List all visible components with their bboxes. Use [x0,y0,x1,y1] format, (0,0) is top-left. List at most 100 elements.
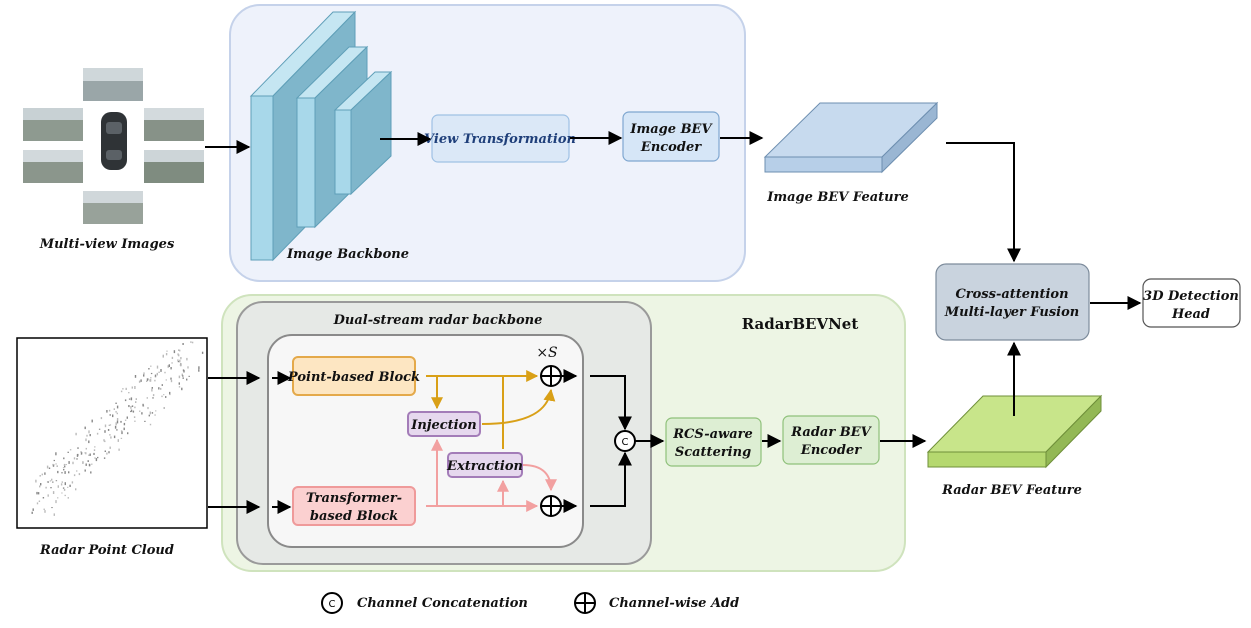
radar-point [95,458,98,462]
radar-point [61,481,63,483]
radar-point [63,463,66,467]
radar-point [183,370,185,373]
radar-point [68,471,70,474]
repeat-label: ×S [536,345,557,361]
legend-concat-icon: C [321,592,343,614]
radar-point [52,491,55,494]
radar-point [198,369,200,372]
radar-point [88,454,90,456]
radar-point [116,418,119,421]
transformer-based-block [292,486,416,526]
radar-point [161,395,163,398]
radar-point [173,350,176,354]
point-stream-arrows [426,370,556,449]
radar-point [107,429,110,431]
radar-point [43,508,45,510]
radar-point [123,422,126,426]
radar-point [142,405,145,407]
radar-point [60,483,63,486]
radar-point [156,372,158,376]
radar-point [55,480,58,482]
radar-point [86,434,88,437]
detection-head-line1: 3D Detection [1143,289,1239,304]
image-bev-encoder-line1: Image BEV [629,122,713,137]
radar-point [182,377,184,379]
radar-point [91,419,93,423]
radar-point [177,359,179,361]
radar-point [139,410,141,412]
radar-point [124,399,127,402]
add-circle-top [540,365,562,387]
radar-point [179,349,181,352]
radar-point [61,472,63,474]
radar-point [158,371,160,373]
radar-point [77,447,79,449]
radar-point [128,405,130,408]
dual-stream-title: Dual-stream radar backbone [333,313,543,328]
radar-point [177,360,180,363]
detection-head-line2: Head [1171,307,1210,322]
radar-point [45,486,47,489]
radar-point [167,365,169,368]
radar-point [36,502,39,505]
radar-point [93,452,95,455]
radar-point [120,420,122,423]
radar-point [85,452,87,455]
image-backbone-label: Image Backbone [286,247,409,262]
radar-point [39,485,41,488]
radar-point [109,424,112,426]
radar-point [191,341,194,344]
radar-point [131,386,133,389]
radar-point [171,356,174,359]
car-icon [101,112,127,170]
radarbevnet-title: RadarBEVNet [742,315,859,333]
radar-point [94,446,96,448]
radar-point-cloud-image [16,337,208,529]
radar-point [35,479,37,483]
radar-point [151,387,153,389]
radar-point [84,426,86,430]
radar-point [63,489,66,491]
radar-point [155,410,157,412]
radar-point [144,420,146,422]
radar-point [117,439,119,442]
radar-point [141,412,143,415]
radar-point [152,397,154,399]
radar-point [181,387,183,391]
radar-point [39,475,41,477]
radar-point [52,463,54,466]
fusion-box [935,263,1090,341]
radar-point [64,471,66,474]
image-bev-feature-slab [763,101,939,174]
radar-point [89,453,91,456]
radar-point [44,472,46,475]
radar-point [180,357,182,360]
main-flow-arrows [205,131,1142,514]
radar-point [40,483,42,486]
radar-point [91,463,93,465]
view-transformation-label: View Transformation [424,132,576,147]
radar-point [89,434,91,437]
radar-point [109,446,111,449]
radar-bev-feature-slab [926,394,1103,469]
radar-point [65,464,67,466]
radar-point [148,414,150,417]
radar-point [106,410,108,413]
radar-point [150,372,153,375]
radar-point [98,428,101,430]
detection-head-box [1142,278,1241,328]
radar-point [163,407,165,409]
radar-point [67,451,69,453]
radar-point [121,431,123,435]
radar-point [57,470,59,474]
radar-point [116,412,118,415]
concat-circle: C [614,430,636,452]
multiview-label: Multi-view Images [39,237,175,252]
radar-point [134,375,137,378]
extraction-box [447,452,523,478]
radar-point [94,457,96,459]
radar-point [130,409,133,412]
radar-point [154,376,157,378]
radar-point [113,435,116,439]
